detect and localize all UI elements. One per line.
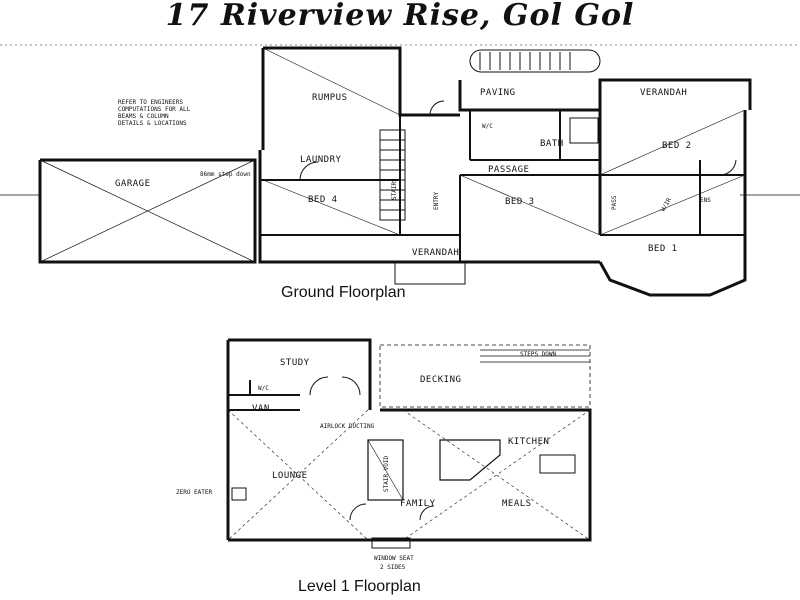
two-sides-label: 2 SIDES (380, 564, 406, 571)
ground-stairs (379, 129, 406, 221)
area-verandah-rear: VERANDAH (640, 88, 687, 98)
step-down-note: 86mm step down (200, 171, 251, 178)
level1-floorplan-caption: Level 1 Floorplan (298, 578, 421, 595)
steps-down-label: STEPS DOWN (520, 351, 557, 358)
room-lounge: LOUNGE (272, 471, 308, 481)
room-bed3: BED 3 (505, 197, 535, 207)
room-ens: ENS (700, 197, 711, 204)
ground-floorplan (0, 44, 800, 297)
ground-stairs-label: STAIRS (391, 178, 398, 200)
room-laundry: LAUNDRY (300, 155, 342, 165)
level1-walls (226, 338, 592, 542)
room-family: FAMILY (400, 499, 436, 509)
room-van: VAN (252, 404, 270, 414)
room-wir: W/IR (660, 197, 673, 213)
room-bath: BATH (540, 139, 564, 149)
room-garage: GARAGE (115, 179, 151, 189)
area-paving: PAVING (480, 88, 516, 98)
ground-walls (38, 46, 752, 297)
airlock-ducting-label: AIRLOCK DUCTING (320, 423, 375, 430)
level1-steps-down (480, 349, 590, 363)
room-meals: MEALS (502, 499, 532, 509)
heater-label: ZERO EATER (176, 489, 213, 496)
room-pass: PASS (611, 195, 618, 210)
room-rumpus: RUMPUS (312, 93, 348, 103)
room-wc-level1: W/C (258, 385, 269, 392)
room-entry: ENTRY (433, 192, 440, 210)
area-decking: DECKING (420, 375, 461, 385)
window-seat-label: WINDOW SEAT (374, 555, 414, 562)
room-bed1: BED 1 (648, 244, 678, 254)
room-passage: PASSAGE (488, 165, 529, 175)
property-title: 17 Riverview Rise, Gol Gol (165, 0, 635, 33)
ground-outside-steps (469, 49, 601, 73)
stair-void-label: STAIR VOID (383, 455, 390, 492)
room-kitchen: KITCHEN (508, 437, 549, 447)
level1-floorplan (226, 338, 592, 549)
room-bed4: BED 4 (308, 195, 338, 205)
area-verandah-front: VERANDAH (412, 248, 459, 258)
engineers-note: REFER TO ENGINEERS COMPUTATIONS FOR ALL … (118, 99, 194, 127)
room-bed2: BED 2 (662, 141, 692, 151)
ground-floorplan-caption: Ground Floorplan (281, 284, 406, 301)
room-wc-ground: W/C (482, 123, 493, 130)
room-study: STUDY (280, 358, 310, 368)
